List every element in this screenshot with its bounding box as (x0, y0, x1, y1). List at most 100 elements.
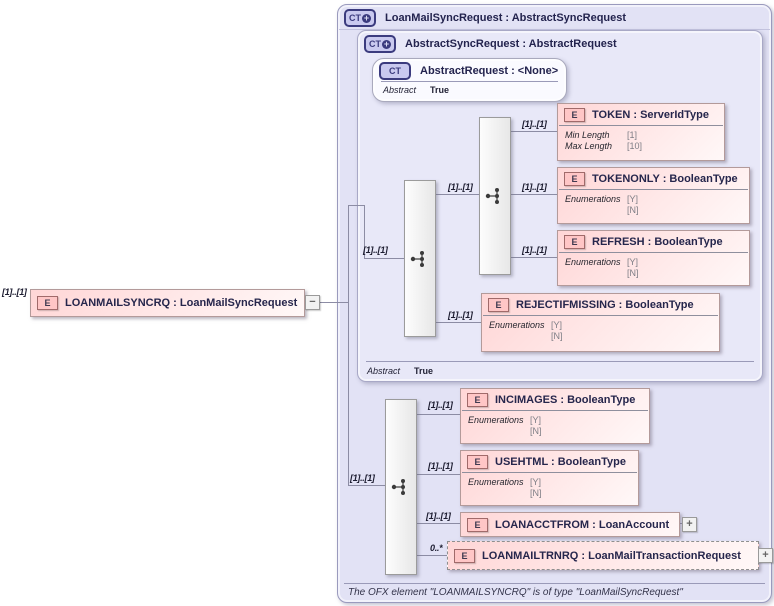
facet-list: Enumerations [Y] [N] (461, 411, 649, 437)
element-usehtml[interactable]: E USEHTML : BooleanType Enumerations [Y]… (460, 450, 639, 506)
connector-line (509, 194, 557, 195)
connector-line (415, 414, 460, 415)
element-incimages[interactable]: E INCIMAGES : BooleanType Enumerations [… (460, 388, 650, 444)
connector-line (415, 474, 460, 475)
element-title: E REFRESH : BooleanType (558, 231, 749, 252)
facet-list: Min Length [1] Max Length [10] (558, 126, 724, 152)
connector-line (364, 258, 404, 259)
cardinality-label: [1]..[1] (350, 473, 375, 483)
element-icon: E (488, 297, 509, 312)
header-divider (339, 29, 770, 30)
cardinality-label: [1]..[1] (522, 119, 547, 129)
facet-list: Enumerations [Y] [N] (558, 190, 749, 216)
connector-line (434, 322, 481, 323)
cardinality-label: [1]..[1] (522, 182, 547, 192)
element-token[interactable]: E TOKEN : ServerIdType Min Length [1] Ma… (557, 103, 725, 161)
facet-label: Enumerations (468, 415, 524, 425)
divider (559, 125, 723, 126)
ct-badge-text: CT (369, 39, 381, 49)
collapse-icon[interactable]: − (305, 295, 320, 310)
element-title: E USEHTML : BooleanType (461, 451, 638, 472)
sequence-icon (485, 188, 499, 204)
element-icon: E (564, 234, 585, 249)
cardinality-label: [1]..[1] (522, 245, 547, 255)
complextype-header: CT+ LoanMailSyncRequest : AbstractSyncRe… (344, 9, 626, 27)
sequence-compositor[interactable] (479, 117, 511, 275)
connector-line (303, 302, 348, 303)
facet-label: Max Length (565, 141, 613, 151)
element-label: LOANMAILSYNCRQ : LoanMailSyncRequest (65, 297, 298, 309)
element-title: E LOANMAILSYNCRQ : LoanMailSyncRequest (31, 290, 304, 316)
facet-label: Enumerations (468, 477, 524, 487)
cardinality-label: [1]..[1] (428, 461, 453, 471)
cardinality-label: [1]..[1] (428, 400, 453, 410)
element-label: REJECTIFMISSING : BooleanType (516, 298, 694, 311)
ct-badge-text: CT (389, 66, 401, 76)
element-label: REFRESH : BooleanType (592, 235, 723, 248)
complextype-icon: CT (379, 62, 411, 80)
ct-badge-text: CT (349, 13, 361, 23)
abstract-value: True (430, 85, 450, 95)
abstract-label: Abstract (367, 366, 401, 376)
facet-label: Min Length (565, 130, 610, 140)
expand-icon[interactable]: + (682, 517, 697, 532)
element-label: LOANACCTFROM : LoanAccount (495, 518, 670, 531)
facet-list: Enumerations [Y] [N] (461, 473, 638, 499)
divider (559, 252, 748, 253)
facet-value: [Y] (551, 320, 563, 330)
complextype-title: LoanMailSyncRequest : AbstractSyncReques… (385, 12, 627, 24)
facet-value: [1] (627, 130, 638, 140)
element-rejectifmissing[interactable]: E REJECTIFMISSING : BooleanType Enumerat… (481, 293, 720, 352)
element-loanmailsyncrq-root[interactable]: E LOANMAILSYNCRQ : LoanMailSyncRequest (30, 289, 305, 317)
complextype-icon: CT+ (344, 9, 376, 27)
cardinality-label: [1]..[1] (363, 245, 388, 255)
facet-value: [N] (551, 331, 563, 341)
divider (483, 315, 718, 316)
cardinality-label: [1]..[1] (448, 310, 473, 320)
connector-line (415, 555, 447, 556)
sequence-compositor[interactable] (385, 399, 417, 575)
sequence-compositor[interactable] (404, 180, 436, 337)
facet-label: Enumerations (565, 257, 621, 267)
facet-value: [N] (530, 426, 542, 436)
cardinality-label: [1]..[1] (2, 287, 27, 297)
footnote: The OFX element "LOANMAILSYNCRQ" is of t… (348, 587, 683, 598)
cardinality-label: [1]..[1] (448, 182, 473, 192)
connector-line (509, 257, 557, 258)
element-tokenonly[interactable]: E TOKENONLY : BooleanType Enumerations [… (557, 167, 750, 224)
facet-value: [Y] (627, 257, 639, 267)
facet-label: Enumerations (565, 194, 621, 204)
facet-list: Enumerations [Y] [N] (482, 316, 719, 342)
element-label: LOANMAILTRNRQ : LoanMailTransactionReque… (482, 549, 741, 562)
element-icon: E (467, 454, 488, 469)
facet-value: [Y] (530, 415, 542, 425)
facet-value: [Y] (530, 477, 542, 487)
element-title: E INCIMAGES : BooleanType (461, 389, 649, 410)
plus-icon: + (362, 12, 371, 23)
sequence-icon (391, 479, 405, 495)
element-title: E LOANMAILTRNRQ : LoanMailTransactionReq… (448, 542, 758, 569)
divider (462, 410, 648, 411)
connector-line (364, 205, 365, 258)
element-title: E LOANACCTFROM : LoanAccount (461, 513, 679, 536)
expand-icon[interactable]: + (758, 548, 773, 563)
element-label: TOKENONLY : BooleanType (592, 172, 738, 185)
connector-line (509, 131, 557, 132)
cardinality-label: 0..* (430, 543, 443, 553)
complextype-title: AbstractRequest : <None> (420, 65, 559, 77)
element-refresh[interactable]: E REFRESH : BooleanType Enumerations [Y]… (557, 230, 750, 286)
divider (462, 472, 637, 473)
element-loanacctfrom[interactable]: E LOANACCTFROM : LoanAccount (460, 512, 680, 537)
facet-value: [10] (627, 141, 643, 151)
facet-value: [Y] (627, 194, 639, 204)
divider (559, 189, 748, 190)
connector-line (677, 523, 684, 524)
element-icon: E (467, 392, 488, 407)
element-loanmailtrnrq[interactable]: E LOANMAILTRNRQ : LoanMailTransactionReq… (447, 541, 759, 570)
element-label: USEHTML : BooleanType (495, 455, 626, 468)
cardinality-label: [1]..[1] (426, 511, 451, 521)
connector-line (348, 205, 349, 486)
